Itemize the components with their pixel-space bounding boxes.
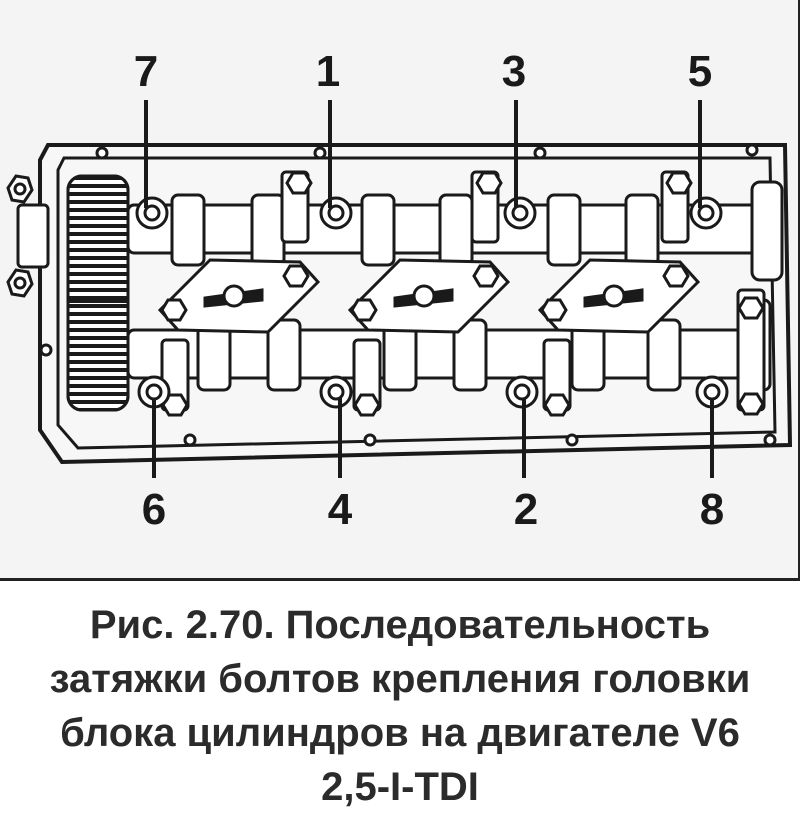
bolt-label-8: 8 bbox=[700, 485, 724, 534]
cylinder-head-drawing: 7 1 3 5 6 4 2 8 bbox=[6, 47, 793, 534]
caption-line-1: Рис. 2.70. Последовательность bbox=[89, 603, 711, 647]
bolt-label-4: 4 bbox=[328, 485, 353, 534]
bolt-label-2: 2 bbox=[514, 485, 538, 534]
bolt-label-1: 1 bbox=[316, 47, 340, 96]
cylinder-head-diagram: 7 1 3 5 6 4 2 8 bbox=[0, 0, 800, 581]
bearing-caps bbox=[160, 170, 766, 412]
head-bolt-5 bbox=[689, 196, 723, 230]
injector-clamp-3 bbox=[537, 258, 701, 334]
cap-nuts bbox=[161, 171, 765, 417]
caption-line-4: 2,5-I-TDI bbox=[321, 765, 479, 809]
head-bolt-4 bbox=[319, 375, 353, 409]
bolt-label-5: 5 bbox=[688, 47, 712, 96]
camshaft-sprocket bbox=[66, 174, 130, 412]
injector-clamp-2 bbox=[347, 258, 511, 334]
head-bolt-3 bbox=[503, 196, 537, 230]
bolt-label-6: 6 bbox=[142, 485, 166, 534]
head-bolt-6 bbox=[137, 375, 171, 409]
caption-line-2: затяжки болтов крепления головки bbox=[49, 657, 751, 701]
left-edge-bolts bbox=[6, 174, 50, 298]
injector-clamp-1 bbox=[157, 258, 321, 334]
figure-caption: Рис. 2.70. Последовательность затяжки бо… bbox=[0, 598, 800, 814]
bolt-label-3: 3 bbox=[502, 47, 526, 96]
head-bolt-7 bbox=[135, 196, 169, 230]
head-bolt-1 bbox=[319, 196, 353, 230]
leader-lines bbox=[144, 100, 714, 478]
caption-line-3: блока цилиндров на двигателе V6 bbox=[60, 711, 740, 755]
injector-clamps bbox=[157, 258, 701, 334]
bolt-label-7: 7 bbox=[134, 47, 158, 96]
edge-holes bbox=[39, 143, 777, 447]
